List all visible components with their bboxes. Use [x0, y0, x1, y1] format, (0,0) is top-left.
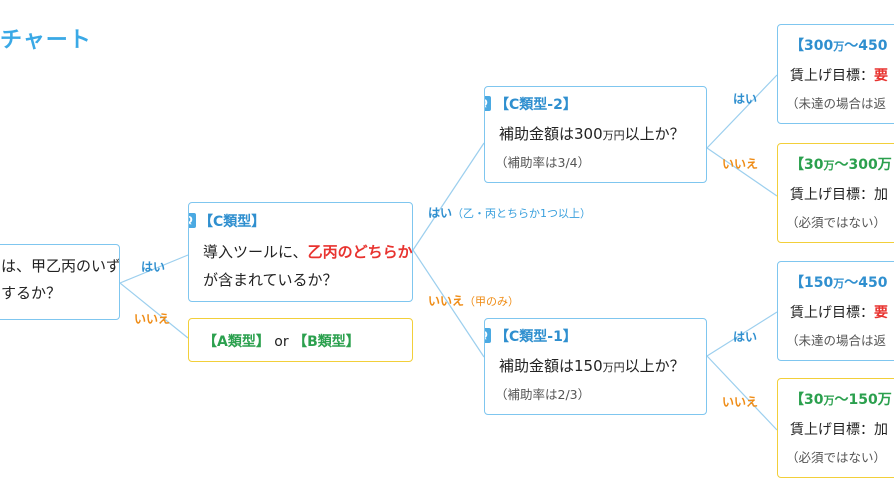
c-no-label: いいえ — [428, 294, 465, 308]
c-type-category: 【C類型】 — [199, 214, 266, 230]
c1-yes-label: はい — [733, 330, 758, 344]
amount-post: ～450 — [844, 275, 888, 291]
result-box-c1-no: 【30万～150万 賃上げ目標：加 （必須ではない） — [777, 378, 894, 478]
result-note: （必須ではない） — [786, 215, 887, 230]
start-question-box: は、甲乙丙のいず するか？ — [0, 244, 120, 320]
result-box-c1-yes: 【150万～450 賃上げ目標：要 （未達の場合は返 — [777, 261, 894, 361]
result-box-c2-no: 【30万～300万 賃上げ目標：加 （必須ではない） — [777, 143, 894, 243]
result-amount: 【150万～450 — [790, 272, 887, 292]
c-yes-label: はい — [428, 206, 453, 220]
c2-question-pre: 補助金額は300 — [499, 125, 603, 143]
result-note: （未達の場合は返 — [786, 333, 887, 348]
c2-category: 【C類型-2】 — [495, 97, 577, 113]
c-type-question-line1: 導入ツールに、乙丙のどちらか — [203, 241, 413, 262]
c1-rate: （補助率は2/3） — [495, 387, 591, 402]
c2-rate: （補助率は3/4） — [495, 155, 591, 170]
c2-question-post: 以上か？ — [624, 125, 685, 143]
start-no-label: いいえ — [134, 312, 171, 326]
c1-question-pre: 補助金額は150 — [499, 357, 603, 375]
c-yes-note: （乙・丙とちらか1つ以上） — [452, 207, 592, 220]
goal-value: 要 — [874, 68, 888, 84]
amount-pre: 【30 — [790, 157, 824, 173]
goal-value: 加 — [874, 187, 888, 203]
c2-question-box: Q 【C類型-2】 補助金額は300万円以上か？ （補助率は3/4） — [484, 86, 707, 183]
c2-no-label: いいえ — [722, 157, 759, 171]
amount-post: ～450 — [844, 38, 888, 54]
question-icon: Q — [189, 213, 196, 228]
c2-yes-label: はい — [733, 92, 758, 106]
c1-question: 補助金額は150万円以上か？ — [499, 355, 685, 376]
goal-label: 賃上げ目標： — [790, 422, 874, 438]
b-type-label: 【B類型】 — [293, 334, 360, 350]
goal-label: 賃上げ目標： — [790, 68, 874, 84]
amount-unit: 万 — [823, 394, 835, 407]
c-no-branch-label: いいえ（甲のみ） — [428, 290, 519, 309]
result-amount: 【30万～150万 — [790, 389, 892, 409]
amount-pre: 【300 — [790, 38, 834, 54]
question-icon: Q — [485, 328, 491, 343]
result-note: （未達の場合は返 — [786, 96, 887, 111]
c2-question-unit: 万円 — [602, 129, 625, 142]
result-amount: 【300万～450 — [790, 35, 887, 55]
ab-type-text: 【A類型】 or 【B類型】 — [203, 331, 360, 351]
goal-value: 加 — [874, 422, 888, 438]
amount-unit: 万 — [823, 159, 835, 172]
a-type-label: 【A類型】 — [203, 334, 270, 350]
c1-no-label: いいえ — [722, 395, 759, 409]
c1-category: 【C類型-1】 — [495, 329, 577, 345]
c1-question-unit: 万円 — [602, 361, 625, 374]
c-type-line1-highlight: 乙丙のどちらか — [307, 243, 413, 261]
c-no-note: （甲のみ） — [464, 295, 520, 308]
result-goal: 賃上げ目標：要 — [790, 65, 888, 85]
c2-question: 補助金額は300万円以上か？ — [499, 123, 685, 144]
amount-unit: 万 — [833, 40, 845, 53]
amount-pre: 【150 — [790, 275, 834, 291]
or-label: or — [269, 334, 294, 350]
result-note: （必須ではない） — [786, 450, 887, 465]
c-yes-branch-label: はい（乙・丙とちらか1つ以上） — [428, 202, 591, 221]
goal-value: 要 — [874, 305, 888, 321]
goal-label: 賃上げ目標： — [790, 187, 874, 203]
result-amount: 【30万～300万 — [790, 154, 892, 174]
result-goal: 賃上げ目標：加 — [790, 184, 888, 204]
amount-unit: 万 — [833, 277, 845, 290]
c1-question-post: 以上か？ — [624, 357, 685, 375]
amount-pre: 【30 — [790, 392, 824, 408]
start-line2: するか？ — [1, 284, 62, 302]
result-goal: 賃上げ目標：加 — [790, 419, 888, 439]
c-type-question-box: Q 【C類型】 導入ツールに、乙丙のどちらか が含まれているか？ — [188, 202, 413, 302]
result-goal: 賃上げ目標：要 — [790, 302, 888, 322]
start-yes-label: はい — [141, 260, 166, 274]
c1-question-box: Q 【C類型-1】 補助金額は150万円以上か？ （補助率は2/3） — [484, 318, 707, 415]
amount-post: ～150万 — [834, 392, 892, 408]
start-line1: は、甲乙丙のいず — [1, 257, 120, 275]
question-icon: Q — [485, 96, 491, 111]
c-type-question-line2: が含まれているか？ — [203, 271, 338, 289]
page-title: チャート — [0, 28, 92, 53]
result-box-c2-yes: 【300万～450 賃上げ目標：要 （未達の場合は返 — [777, 24, 894, 124]
amount-post: ～300万 — [834, 157, 892, 173]
goal-label: 賃上げ目標： — [790, 305, 874, 321]
c-type-line1-pre: 導入ツールに、 — [203, 243, 308, 261]
ab-type-result-box: 【A類型】 or 【B類型】 — [188, 318, 413, 362]
